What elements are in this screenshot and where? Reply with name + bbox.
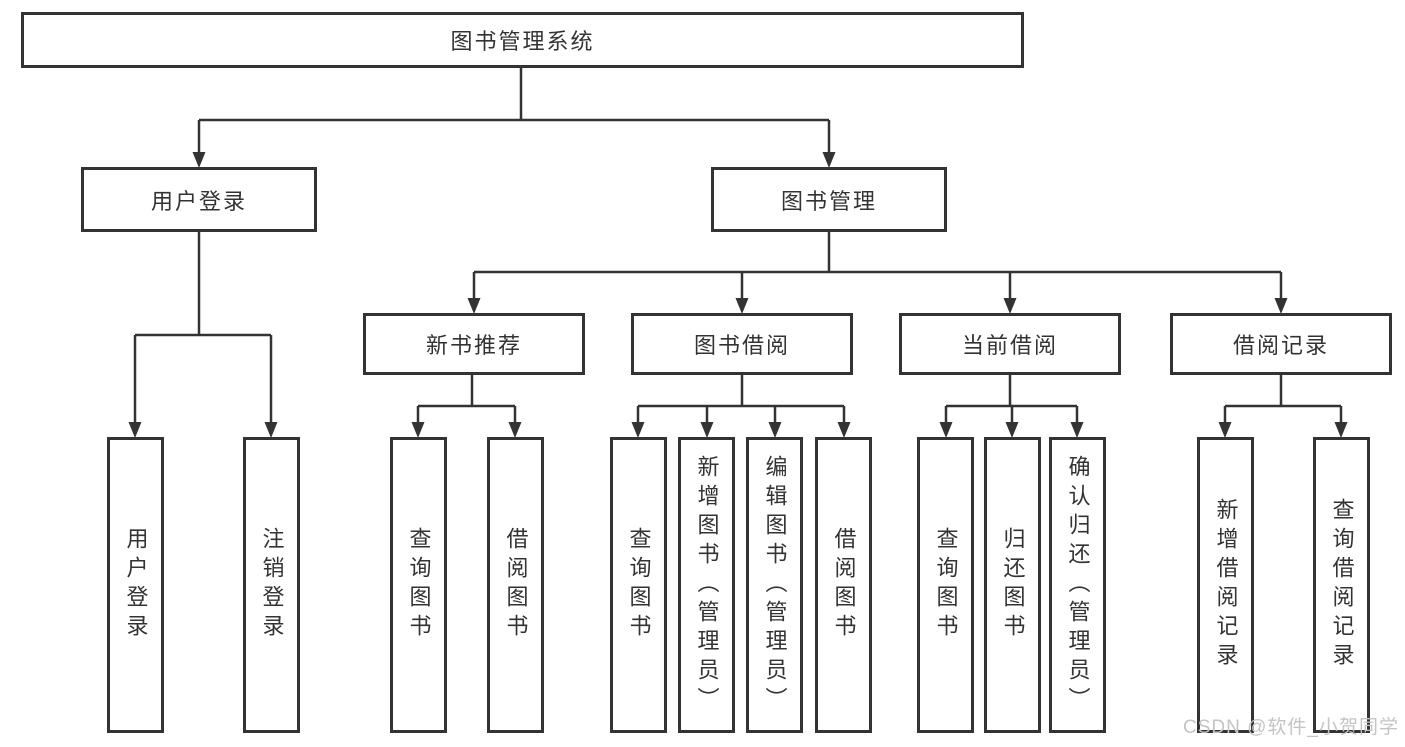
leaf-query-books-current: 查询图书	[917, 437, 974, 733]
leaf-query-books-borrow: 查询图书	[610, 437, 667, 733]
leaf-add-books-admin: 新增图书（管理员）	[678, 437, 735, 733]
node-label: 编辑图书（管理员）	[762, 454, 788, 716]
leaf-add-borrow-record: 新增借阅记录	[1197, 437, 1254, 733]
node-label: 归还图书	[1000, 527, 1026, 643]
node-current-borrow: 当前借阅	[899, 313, 1121, 375]
leaf-logout: 注销登录	[243, 437, 300, 733]
node-label: 用户登录	[123, 527, 149, 643]
node-label: 查询图书	[933, 527, 959, 643]
leaf-return-books: 归还图书	[984, 437, 1041, 733]
node-book-management: 图书管理	[711, 167, 947, 232]
node-label: 新增借阅记录	[1213, 498, 1239, 672]
leaf-borrow-books: 借阅图书	[815, 437, 872, 733]
node-user-login: 用户登录	[81, 167, 317, 232]
node-label: 查询图书	[626, 527, 652, 643]
leaf-edit-books-admin: 编辑图书（管理员）	[746, 437, 803, 733]
node-label: 注销登录	[259, 527, 285, 643]
node-label: 借阅记录	[1232, 333, 1329, 358]
node-library-management-system: 图书管理系统	[21, 12, 1024, 68]
leaf-confirm-return-admin: 确认归还（管理员）	[1049, 437, 1106, 733]
node-new-book-recommend: 新书推荐	[363, 313, 585, 375]
node-label: 图书借阅	[693, 333, 790, 358]
node-label: 查询图书	[406, 527, 432, 643]
leaf-query-borrow-record: 查询借阅记录	[1313, 437, 1370, 733]
node-label: 确认归还（管理员）	[1065, 454, 1091, 716]
node-book-borrow: 图书借阅	[631, 313, 853, 375]
node-label: 当前借阅	[961, 333, 1058, 358]
leaf-query-books-recommend: 查询图书	[390, 437, 447, 733]
node-label: 新增图书（管理员）	[694, 454, 720, 716]
node-label: 用户登录	[150, 188, 247, 214]
csdn-watermark: CSDN @软件_小贺同学	[1183, 717, 1399, 738]
node-label: 借阅图书	[831, 527, 857, 643]
node-label: 新书推荐	[425, 333, 522, 358]
node-label: 图书管理系统	[450, 29, 595, 54]
node-borrow-records: 借阅记录	[1170, 313, 1392, 375]
node-label: 查询借阅记录	[1329, 498, 1355, 672]
leaf-user-login: 用户登录	[107, 437, 164, 733]
leaf-borrow-books-recommend: 借阅图书	[487, 437, 544, 733]
node-label: 图书管理	[780, 188, 877, 214]
node-label: 借阅图书	[503, 527, 529, 643]
